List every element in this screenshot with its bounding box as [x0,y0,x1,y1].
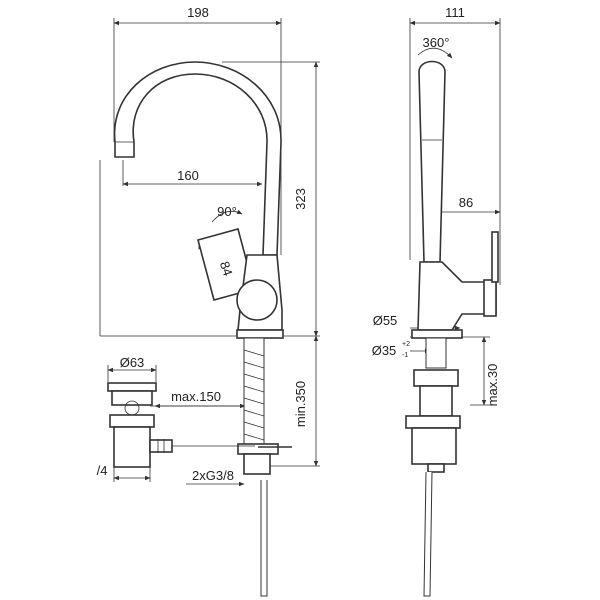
fixing-nut [237,443,279,455]
dim-198: 198 [187,5,209,20]
dim-84: 84 [217,259,236,277]
dim-arc-90 [211,209,243,223]
dim-35: Ø35 [372,343,397,358]
dim-360deg: 360° [423,35,450,50]
dim-111: 111 [445,5,465,20]
cartridge-cap [236,279,278,321]
dim-35-tol-minus: -1 [402,352,408,359]
dim-2xg38: 2xG3/8 [192,468,234,483]
dim-86: 86 [459,195,473,210]
front-view: 198 160 323 min.350 90° 84 max.150 Ø63 /… [97,5,320,597]
dim-min350: min.350 [293,381,308,427]
base-plate-side [411,329,463,339]
cartridge-cap-side [483,279,497,317]
spout [113,61,282,256]
dim-14: /4 [97,463,108,478]
dim-max30: max.30 [485,364,500,407]
dim-55: Ø55 [373,313,398,328]
pop-up-waste [107,382,255,468]
dim-arc-360 [417,47,453,59]
dim-160: 160 [177,168,199,183]
dim-90deg: 90° [217,204,237,219]
base-plate [236,329,284,339]
dim-35-tol-plus: +2 [402,341,410,348]
supply-hose [260,480,268,597]
dim-max150: max.150 [171,389,221,404]
spout-side [418,60,446,263]
side-view: 111 360° 86 Ø55 Ø35 +2 -1 max.30 [372,5,501,597]
dim-323: 323 [293,188,308,210]
lever-side [491,231,499,283]
pop-up-rod-side [423,471,433,597]
waste-side [405,415,461,429]
dim-63: Ø63 [120,355,145,370]
